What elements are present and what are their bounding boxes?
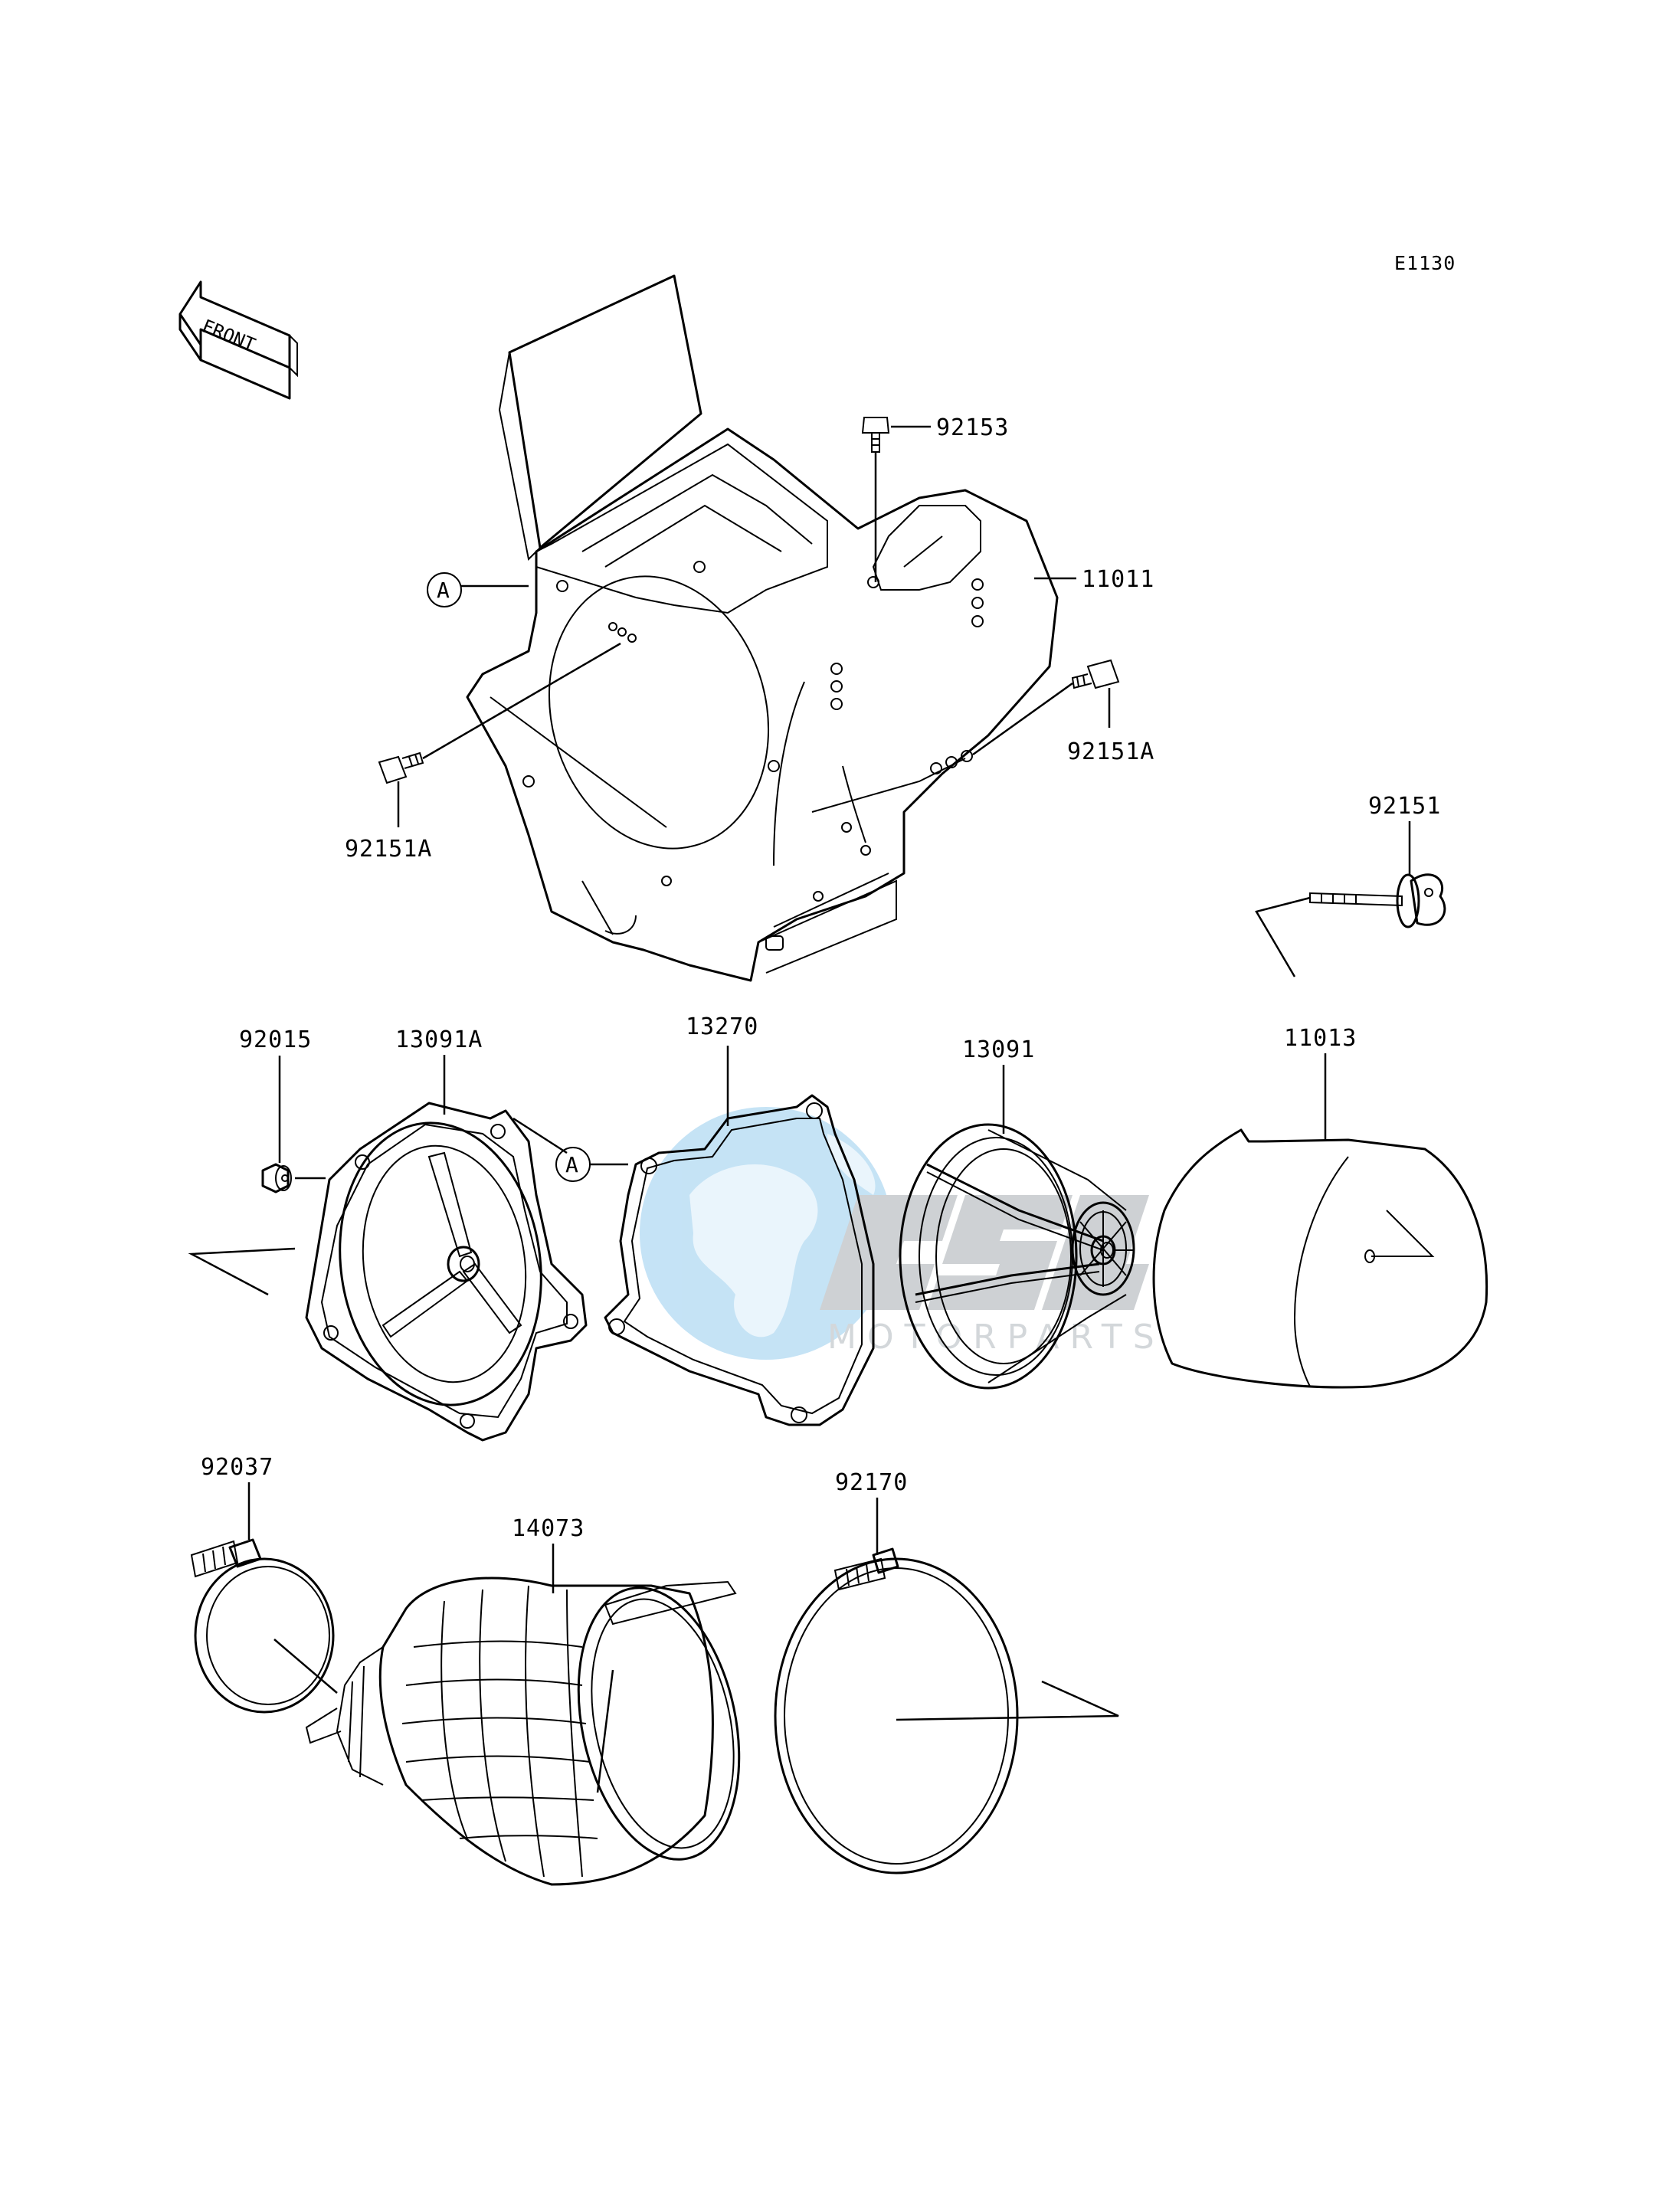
diagram-code: E1130 (1394, 252, 1456, 274)
leader-92151a-left (422, 642, 621, 760)
leader-92037-in (273, 1639, 338, 1694)
svg-text:A: A (437, 578, 450, 603)
gasket-13270 (604, 1094, 875, 1426)
part-label-11011: 11011 (1082, 566, 1154, 593)
watermark-logo: MOTORPARTS (640, 1107, 1165, 1360)
leader-92151-arrow (1255, 896, 1311, 977)
watermark-letters (820, 1195, 1149, 1310)
clamp-92170 (774, 1547, 1019, 1874)
filter-element-11013 (1152, 1128, 1488, 1389)
bolt-92151a-left-icon (378, 751, 424, 784)
front-arrow: FRONT (178, 280, 298, 400)
nut-92015-icon (261, 1163, 292, 1193)
air-filter-housing (466, 274, 1059, 982)
part-label-92037: 92037 (201, 1454, 273, 1481)
leader-92151a-right (972, 682, 1073, 756)
part-label-92170: 92170 (835, 1469, 908, 1496)
front-arrow-label: FRONT (199, 316, 258, 356)
filter-plate-13091a (305, 1102, 588, 1442)
wing-bolt-92151-icon (1309, 873, 1446, 928)
part-label-13270: 13270 (686, 1013, 758, 1040)
watermark-subtitle: MOTORPARTS (827, 1318, 1165, 1357)
part-label-13091: 13091 (962, 1036, 1035, 1063)
part-label-92015: 92015 (239, 1026, 312, 1053)
leader-14073-in (596, 1669, 614, 1793)
intake-duct-14073 (305, 1577, 741, 1886)
bolt-92153-icon (861, 417, 890, 453)
filter-cage-13091 (899, 1123, 1135, 1390)
clamp-92037 (190, 1538, 335, 1714)
reference-mark-a-top: A (427, 572, 462, 607)
part-label-92153: 92153 (936, 414, 1009, 441)
leader-92170-arrow (896, 1680, 1119, 1721)
leader-a-bottom (513, 1117, 568, 1154)
bolt-92151a-right-icon (1071, 659, 1120, 689)
reference-mark-a-bottom: A (555, 1147, 591, 1182)
part-label-92151a-right: 92151A (1067, 738, 1154, 765)
part-label-14073: 14073 (512, 1515, 585, 1542)
leader-13091a-arrow (188, 1247, 296, 1296)
part-label-11013: 11013 (1284, 1025, 1357, 1052)
svg-text:A: A (565, 1152, 578, 1177)
part-label-92151a-left: 92151A (345, 836, 432, 863)
part-label-92151: 92151 (1368, 793, 1441, 820)
part-label-13091a: 13091A (395, 1026, 483, 1053)
